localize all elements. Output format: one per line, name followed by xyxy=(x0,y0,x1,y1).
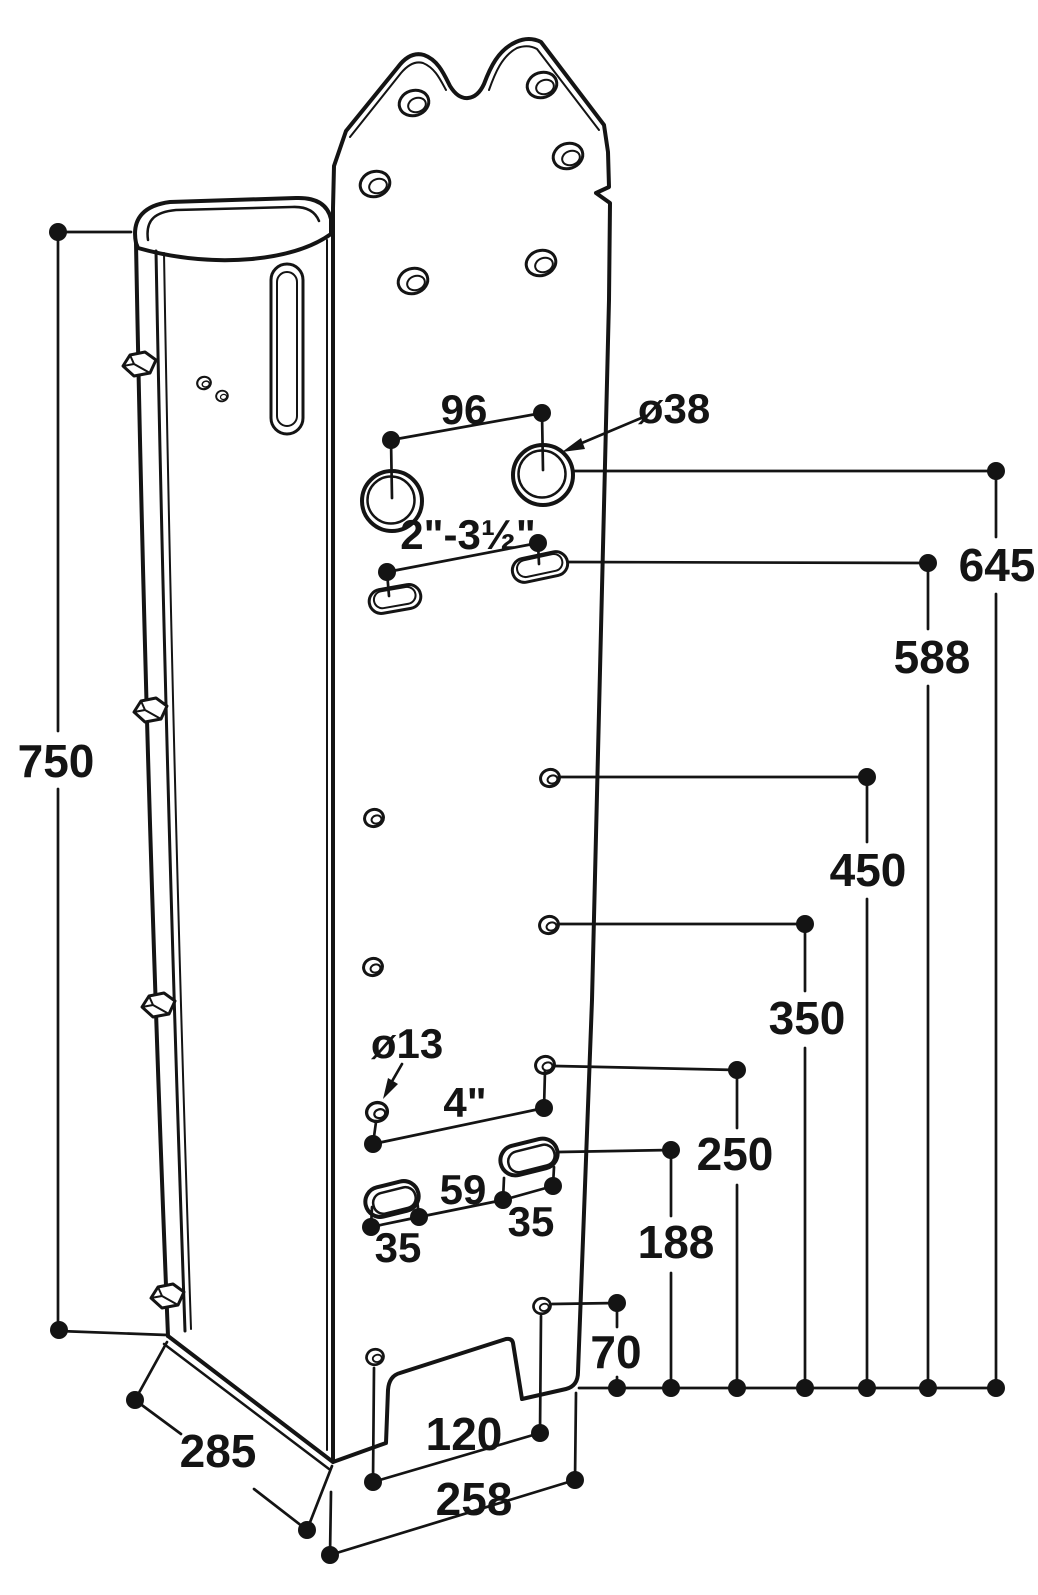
dimension-120: 120 xyxy=(364,1314,549,1491)
dimension-188-label: 188 xyxy=(638,1216,715,1268)
bracket-body xyxy=(121,37,612,1471)
dimension-588: 588 xyxy=(566,554,971,1390)
dimension-285-label: 285 xyxy=(180,1425,257,1477)
dimension-dia13: ø13 xyxy=(371,1020,443,1099)
dimension-4in: 4" xyxy=(364,1069,553,1153)
dimension-588-label: 588 xyxy=(894,631,971,683)
side-hem-line xyxy=(154,249,187,1333)
dimension-645: 645 xyxy=(572,462,1036,1390)
dimension-645-label: 645 xyxy=(959,539,1036,591)
dimension-750-label: 750 xyxy=(18,735,95,787)
dimension-35-59-35: 35 59 35 xyxy=(362,1165,562,1271)
dimension-120-label: 120 xyxy=(426,1408,503,1460)
dimension-450-label: 450 xyxy=(830,844,907,896)
side-outer-edge xyxy=(134,241,170,1338)
dimension-258-label: 258 xyxy=(436,1473,513,1525)
dimension-4in-label: 4" xyxy=(443,1079,486,1126)
dimension-pipe-range: 2"-3½" xyxy=(378,511,547,598)
dimension-pipe-range-label: 2"-3½" xyxy=(400,511,536,558)
side-top-lip xyxy=(133,195,333,263)
dimension-750: 750 xyxy=(18,223,169,1339)
dimension-70: 70 xyxy=(550,1294,642,1390)
dimension-258: 258 xyxy=(321,1391,584,1564)
hex-bolt xyxy=(132,696,169,724)
dimension-350: 350 xyxy=(556,915,846,1390)
dimension-188: 188 xyxy=(557,1141,715,1390)
hex-bolt xyxy=(140,991,177,1019)
dimension-285: 285 xyxy=(126,1340,334,1539)
base-slot xyxy=(498,1136,560,1178)
side-bottom-edge xyxy=(166,1334,335,1464)
dimension-dia38: ø38 xyxy=(562,385,710,452)
dimension-dia13-label: ø13 xyxy=(371,1020,443,1067)
base-slot xyxy=(363,1179,421,1219)
dimension-450: 450 xyxy=(557,768,907,1390)
dimension-baseline xyxy=(577,1379,1005,1397)
side-top-lip-inner xyxy=(146,205,321,242)
dimension-dia38-label: ø38 xyxy=(638,385,710,432)
side-slot xyxy=(269,262,305,436)
dimension-59-label: 59 xyxy=(440,1166,487,1213)
dimension-35-right-label: 35 xyxy=(508,1198,555,1245)
hex-bolt xyxy=(149,1282,186,1310)
hex-bolt xyxy=(121,350,158,378)
dimension-250: 250 xyxy=(553,1061,774,1390)
dimension-350-label: 350 xyxy=(769,992,846,1044)
side-bottom-edge-2 xyxy=(162,1342,331,1471)
side-channel xyxy=(121,195,335,1471)
dimension-70-label: 70 xyxy=(590,1326,641,1378)
dimension-96-label: 96 xyxy=(441,386,488,433)
dimension-96: 96 xyxy=(382,386,551,500)
side-small-hole xyxy=(194,374,214,392)
side-hem-line-2 xyxy=(163,252,192,1330)
dimension-250-label: 250 xyxy=(697,1128,774,1180)
side-small-hole xyxy=(214,388,230,404)
clamp-slot xyxy=(367,583,423,615)
dimension-35-left-label: 35 xyxy=(375,1224,422,1271)
plate-thickness-line xyxy=(349,45,600,138)
